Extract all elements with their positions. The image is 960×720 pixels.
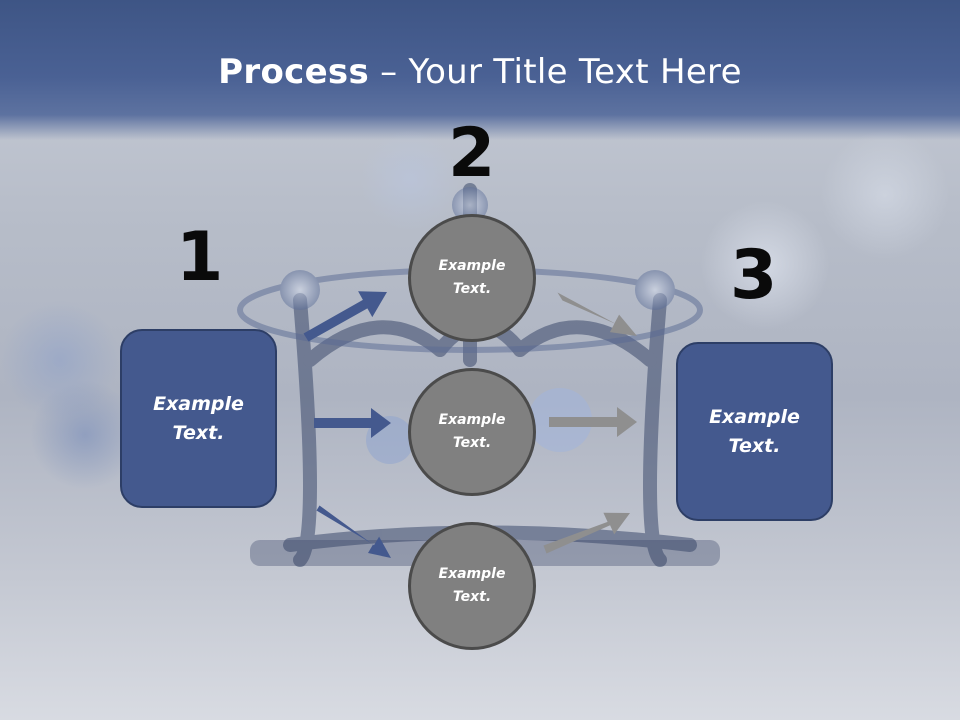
step-2-circle-top[interactable]: Example Text. <box>408 214 536 342</box>
step-number-3: 3 <box>730 236 778 315</box>
right-arrows <box>543 292 637 554</box>
arrow-down-right <box>316 505 391 558</box>
left-arrows <box>303 291 391 558</box>
bokeh-light <box>700 200 830 330</box>
step-2-text-middle: Example Text. <box>438 412 506 451</box>
title-bold: Process <box>218 52 370 92</box>
step-3-text: Example Text. <box>709 405 800 457</box>
arrow-up-right-gray <box>543 512 630 554</box>
arrow-right <box>314 408 391 438</box>
step-number-2: 2 <box>448 114 496 193</box>
step-1-text: Example Text. <box>153 392 244 444</box>
arrow-up-right <box>303 291 387 342</box>
step-2-text-top: Example Text. <box>438 258 506 297</box>
bokeh-light <box>820 130 950 260</box>
arrow-right-gray <box>549 407 637 437</box>
step-2-circle-bottom[interactable]: Example Text. <box>408 522 536 650</box>
step-1-box[interactable]: Example Text. <box>120 329 277 508</box>
bokeh-light <box>360 130 460 230</box>
title-rest: – Your Title Text Here <box>369 52 742 92</box>
arrow-down-right-gray <box>557 292 637 336</box>
step-2-text-bottom: Example Text. <box>438 566 506 605</box>
step-2-circle-middle[interactable]: Example Text. <box>408 368 536 496</box>
title-band <box>0 0 960 140</box>
slide-title: Process – Your Title Text Here <box>0 52 960 92</box>
step-number-1: 1 <box>176 218 224 297</box>
step-3-box[interactable]: Example Text. <box>676 342 833 521</box>
